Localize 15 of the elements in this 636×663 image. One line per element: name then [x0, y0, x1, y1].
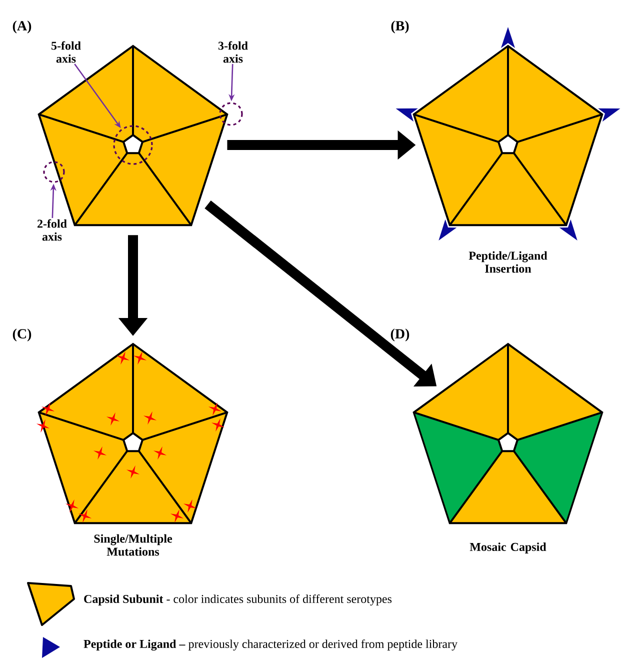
axis-circle	[43, 161, 65, 183]
node-label: Peptide/Ligand Insertion	[468, 251, 548, 273]
axis-label: 2-fold axis	[38, 219, 67, 241]
legend-text: Capsid Subunit - color indicates subunits of different serotypes	[84, 594, 392, 606]
axis-label: 3-fold axis	[218, 41, 248, 63]
panel-label: (D)	[390, 328, 410, 342]
legend-text: Peptide or Ligand – previously characterized or derived from peptide library	[84, 639, 458, 651]
node-label: Mosaic Capsid	[470, 542, 546, 554]
panel-label: (C)	[12, 328, 32, 342]
node-label: Single/Multiple Mutations	[94, 534, 172, 556]
panel-label: (B)	[391, 20, 409, 34]
axis-circle	[113, 125, 153, 165]
panel-label: (A)	[12, 20, 32, 34]
axis-label: 5-fold axis	[51, 41, 81, 63]
axis-circle	[219, 102, 243, 126]
